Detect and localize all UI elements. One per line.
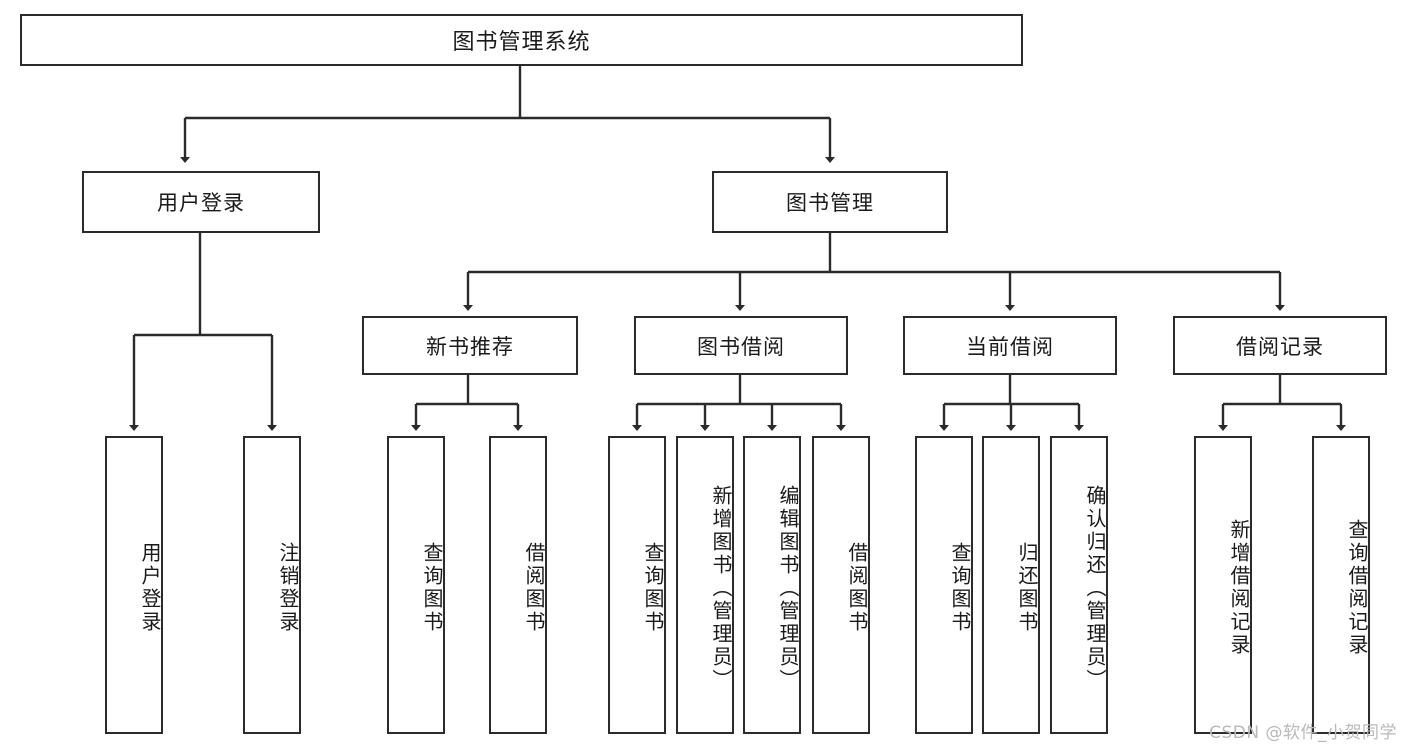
node-book-borrow[interactable]: 图书借阅 [634, 316, 848, 375]
node-book-manage[interactable]: 图书管理 [712, 171, 948, 233]
leaf-user-login[interactable]: 用户登录 [105, 436, 163, 734]
node-label: 查询图书 [641, 542, 665, 634]
leaf-confirm-return-admin[interactable]: 确认归还（管理员） [1050, 436, 1108, 734]
node-borrow-records[interactable]: 借阅记录 [1173, 316, 1387, 375]
node-label: 编辑图书（管理员） [776, 484, 800, 692]
leaf-add-book-admin[interactable]: 新增图书（管理员） [676, 436, 734, 734]
leaf-borrow-book-newbook[interactable]: 借阅图书 [489, 436, 547, 734]
leaf-query-book-newbook[interactable]: 查询图书 [387, 436, 445, 734]
leaf-logout[interactable]: 注销登录 [243, 436, 301, 734]
node-label: 确认归还（管理员） [1083, 484, 1107, 692]
node-label: 借阅图书 [845, 542, 869, 634]
leaf-edit-book-admin[interactable]: 编辑图书（管理员） [743, 436, 801, 734]
leaf-borrow-book[interactable]: 借阅图书 [812, 436, 870, 734]
leaf-add-borrow-record[interactable]: 新增借阅记录 [1194, 436, 1252, 734]
node-label: 图书管理 [786, 191, 874, 215]
node-label: 用户登录 [157, 191, 245, 215]
node-label: 当前借阅 [966, 334, 1054, 359]
node-label: 查询借阅记录 [1345, 519, 1369, 657]
node-label: 注销登录 [276, 542, 300, 634]
node-label: 图书借阅 [697, 334, 785, 359]
node-label: 借阅图书 [522, 542, 546, 634]
csdn-watermark: CSDN @软件_小贺同学 [1209, 723, 1397, 743]
node-new-book-recommend[interactable]: 新书推荐 [362, 316, 578, 375]
node-root-system[interactable]: 图书管理系统 [20, 14, 1023, 66]
node-user-login[interactable]: 用户登录 [82, 171, 320, 233]
node-label: 图书管理系统 [452, 30, 591, 55]
leaf-query-borrow-record[interactable]: 查询借阅记录 [1312, 436, 1370, 734]
node-label: 借阅记录 [1236, 334, 1324, 359]
node-label: 查询图书 [420, 542, 444, 634]
node-label: 查询图书 [948, 542, 972, 634]
leaf-query-book-borrow[interactable]: 查询图书 [608, 436, 666, 734]
node-current-borrow[interactable]: 当前借阅 [903, 316, 1117, 375]
leaf-return-book[interactable]: 归还图书 [982, 436, 1040, 734]
node-label: 归还图书 [1015, 542, 1039, 634]
node-label: 新增图书（管理员） [709, 484, 733, 692]
node-label: 用户登录 [138, 542, 162, 634]
leaf-query-book-current[interactable]: 查询图书 [915, 436, 973, 734]
node-label: 新书推荐 [426, 334, 514, 359]
node-label: 新增借阅记录 [1227, 519, 1251, 657]
